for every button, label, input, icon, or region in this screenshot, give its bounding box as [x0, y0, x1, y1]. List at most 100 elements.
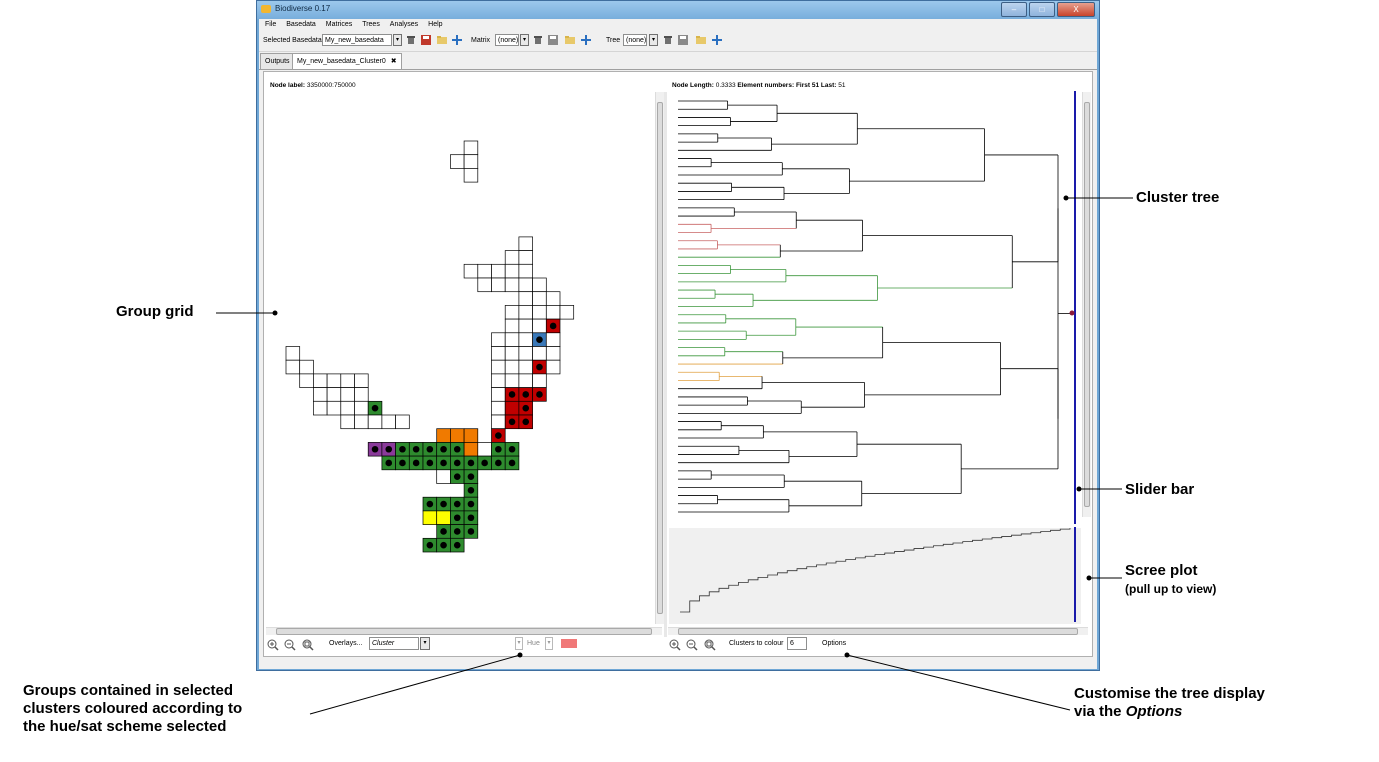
save-tree-icon[interactable]: [678, 35, 688, 45]
grid-cell: [545, 359, 561, 375]
save-matrix-icon[interactable]: [548, 35, 558, 45]
tab-close-icon[interactable]: ✖: [390, 58, 397, 65]
window-controls: – □ X: [999, 2, 1095, 17]
grid-cell: [518, 373, 533, 388]
grid-cell-dot: [371, 404, 379, 412]
tree-dropdown-button[interactable]: ▾: [649, 34, 658, 46]
menu-matrices[interactable]: Matrices: [325, 21, 353, 28]
grid-cell-dot: [508, 391, 516, 398]
menu-analyses[interactable]: Analyses: [389, 21, 419, 28]
cluster-dropdown-button[interactable]: ▾: [420, 637, 430, 650]
grid-cell: [532, 373, 547, 388]
basedata-dropdown-button[interactable]: ▾: [393, 34, 402, 46]
add-basedata-icon[interactable]: [452, 35, 462, 45]
cluster-combo[interactable]: Cluster: [369, 637, 419, 650]
callout-scree-plot-title: Scree plot: [1125, 562, 1198, 579]
grid-cell-dot: [467, 459, 475, 467]
options-button[interactable]: Options: [822, 640, 847, 647]
grid-cell-dot: [467, 528, 475, 535]
grid-cell: [532, 277, 547, 293]
zoom-in-icon[interactable]: [267, 639, 279, 651]
grid-cell-dot: [508, 418, 516, 426]
menu-trees[interactable]: Trees: [362, 21, 380, 28]
hue-combo[interactable]: Hue: [527, 640, 540, 647]
callout-scree-plot: Scree plot (pull up to view): [1125, 562, 1216, 598]
scree-plot-area[interactable]: [669, 528, 1081, 624]
delete-matrix-icon[interactable]: [533, 35, 543, 45]
grid-cell: [504, 359, 520, 375]
grid-cell: [340, 414, 355, 430]
overlays-button[interactable]: Overlays...: [329, 640, 363, 647]
grid-cell-dot: [412, 445, 420, 453]
grid-cell: [518, 277, 533, 293]
grid-hscroll-thumb[interactable]: [276, 628, 652, 635]
grid-cell: [491, 387, 506, 402]
grid-vscroll-thumb[interactable]: [657, 102, 663, 614]
node-length-readout: Node Length: 0.3333 Element numbers: Fir…: [672, 82, 845, 89]
tab-cluster[interactable]: My_new_basedata_Cluster0 ✖: [292, 53, 402, 69]
title-bar[interactable]: Biodiverse 0.17 – □ X: [257, 1, 1099, 19]
add-tree-icon[interactable]: [712, 35, 722, 45]
tree-combo[interactable]: (none): [623, 34, 647, 46]
tree-vscroll-thumb[interactable]: [1084, 102, 1090, 507]
grid-controls: Overlays... Cluster ▾ ▾ Hue ▾: [265, 636, 655, 652]
maximize-button[interactable]: □: [1029, 2, 1055, 17]
menu-basedata[interactable]: Basedata: [286, 21, 316, 28]
grid-cell: [463, 428, 479, 443]
tree-horizontal-scrollbar[interactable]: [668, 627, 1088, 635]
grid-vertical-scrollbar[interactable]: [655, 92, 664, 624]
grid-cell-dot: [467, 500, 475, 508]
tree-label: Tree: [606, 37, 621, 44]
grid-cell-dot: [508, 445, 516, 453]
grid-cell-dot: [412, 459, 420, 467]
grid-cell: [518, 250, 533, 265]
tree-hscroll-thumb[interactable]: [678, 628, 1078, 635]
add-matrix-icon[interactable]: [581, 35, 591, 45]
grid-cell: [518, 332, 533, 347]
grid-cell: [545, 332, 561, 347]
open-folder-matrix-icon[interactable]: [565, 35, 575, 45]
menu-file[interactable]: File: [265, 21, 277, 28]
grid-cell: [326, 387, 342, 402]
basedata-combo[interactable]: My_new_basedata: [322, 34, 392, 46]
zoom-fit-icon[interactable]: [302, 639, 314, 651]
clusters-to-colour-spinner[interactable]: 6: [787, 637, 807, 650]
tree-vertical-scrollbar[interactable]: [1082, 92, 1091, 517]
grid-horizontal-scrollbar[interactable]: [266, 627, 662, 635]
grid-cell: [340, 400, 355, 416]
content-area: Node label: 3350000:750000 Node Length: …: [263, 71, 1093, 657]
callout-groups-line1: Groups contained in selected: [23, 682, 234, 699]
matrix-combo[interactable]: (none): [495, 34, 519, 46]
app-window: Biodiverse 0.17 – □ X File Basedata Matr…: [256, 0, 1100, 671]
grid-cell-dot: [453, 514, 461, 522]
grid-cell-dot: [426, 459, 434, 467]
menu-help[interactable]: Help: [428, 21, 443, 28]
grid-cell: [518, 236, 533, 251]
callout-customise-options: Options: [1125, 703, 1183, 720]
tree-zoom-out-icon[interactable]: [686, 639, 698, 651]
delete-tree-icon[interactable]: [663, 35, 673, 45]
tree-zoom-in-icon[interactable]: [669, 639, 681, 651]
hue-colour-swatch[interactable]: [561, 639, 577, 648]
grid-cell: [299, 359, 314, 375]
tree-controls: Clusters to colour 6 Options: [667, 636, 1087, 652]
grid-cell: [299, 373, 314, 388]
grid-cell: [491, 346, 506, 361]
save-basedata-icon[interactable]: [421, 35, 431, 45]
callout-customise-prefix: via the: [1074, 703, 1126, 720]
hue-arrow-icon[interactable]: ▾: [515, 637, 523, 650]
delete-basedata-icon[interactable]: [406, 35, 416, 45]
pane-divider[interactable]: [664, 92, 667, 637]
minimize-button[interactable]: –: [1001, 2, 1027, 17]
grid-cell: [395, 414, 410, 430]
tree-zoom-fit-icon[interactable]: [704, 639, 716, 651]
matrix-dropdown-button[interactable]: ▾: [520, 34, 529, 46]
hue-dropdown-button[interactable]: ▾: [545, 637, 553, 650]
grid-cell: [340, 373, 355, 388]
close-button[interactable]: X: [1057, 2, 1095, 17]
open-folder-tree-icon[interactable]: [696, 35, 706, 45]
leader-group-grid-dot: [272, 310, 278, 316]
zoom-out-icon[interactable]: [284, 639, 296, 651]
grid-cell: [518, 318, 533, 334]
open-folder-basedata-icon[interactable]: [437, 35, 447, 45]
